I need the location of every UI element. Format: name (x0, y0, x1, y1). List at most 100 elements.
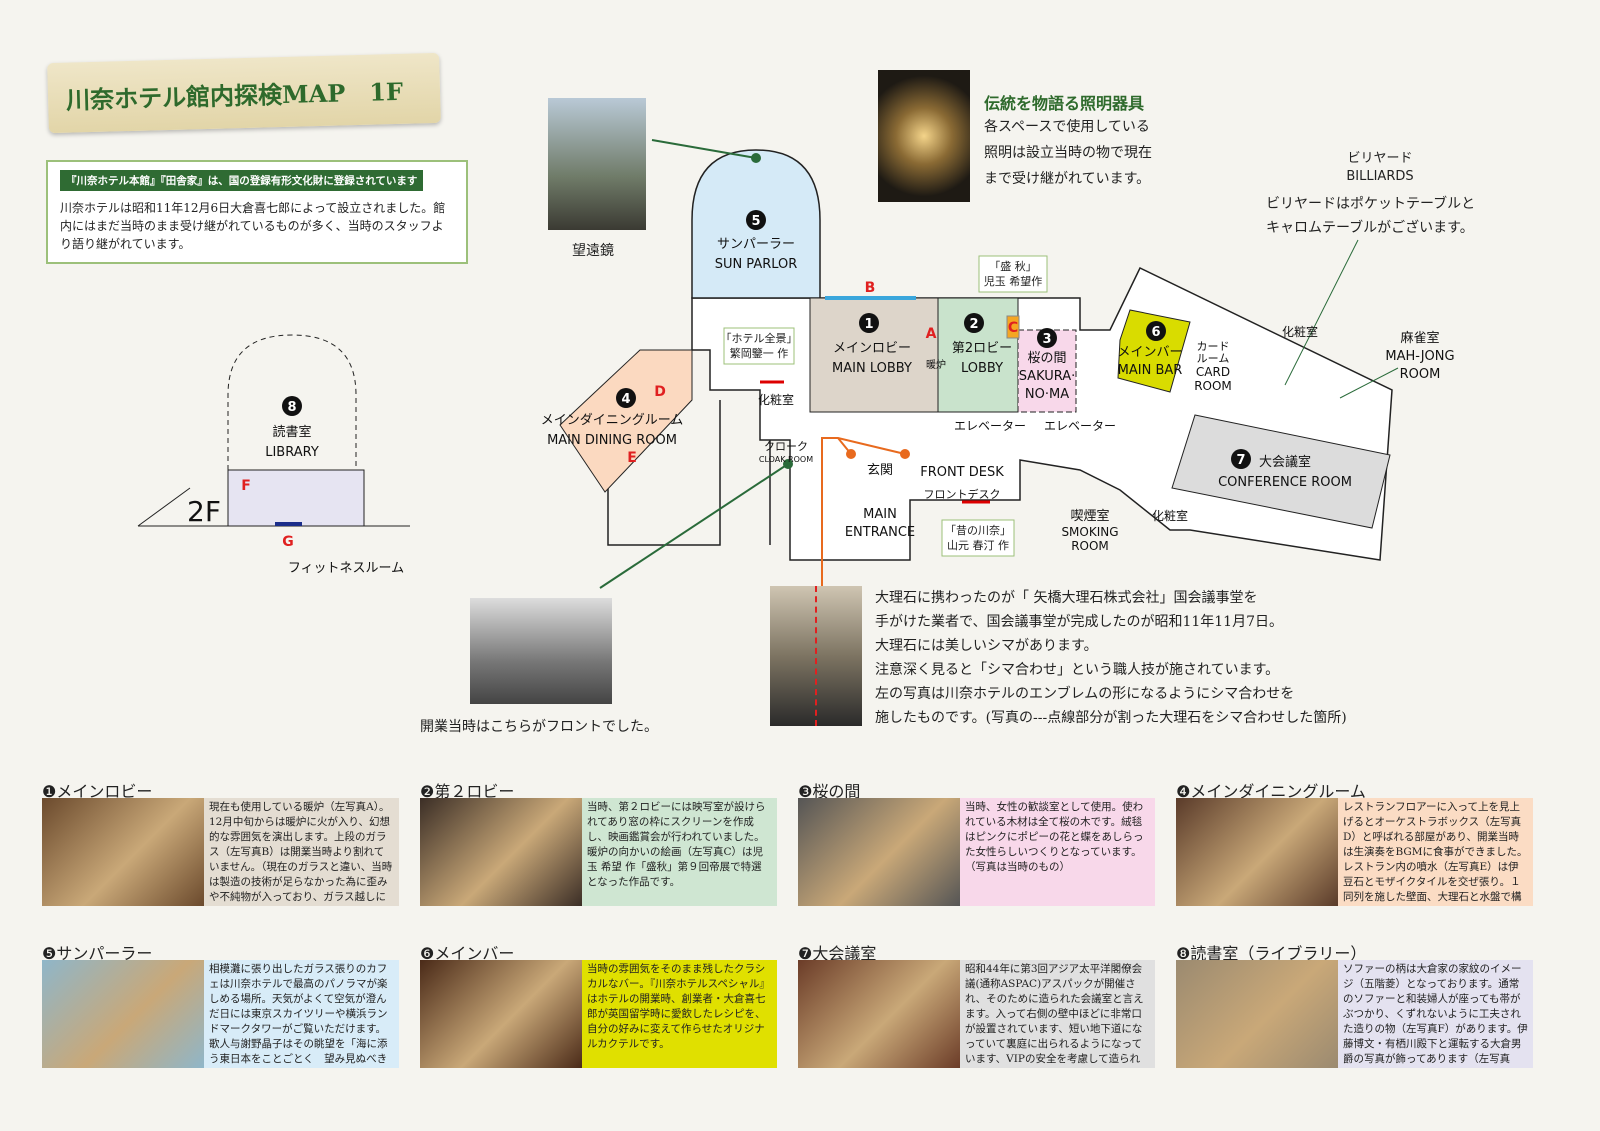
marble-line: 大理石に携わったのが「 矢橋大理石株式会社」国会議事堂を (875, 590, 1258, 606)
heritage-notice: 『川奈ホテル本館』『田舎家』は、国の登録有形文化財に登録されています 川奈ホテル… (46, 160, 468, 264)
smoking-ja: 喫煙室 (1070, 508, 1109, 524)
entrance-en1: MAIN (863, 507, 897, 522)
billiards-label: ビリヤード BILLIARDS (1330, 150, 1430, 186)
billiards-line: キャロムテーブルがございます。 (1266, 220, 1474, 236)
main-lobby-number: 1 (864, 317, 873, 332)
conference-label-en: CONFERENCE ROOM (1218, 475, 1352, 490)
card-title: ❷第２ロビー (420, 782, 515, 801)
lighting-line: まで受け継がれています。 (984, 171, 1151, 187)
card-room-en1: CARD (1196, 365, 1230, 379)
room-description: 昭和44年に第3回アジア太平洋閣僚会議(通称ASPAC)アスパックが開催され、そ… (960, 960, 1155, 1068)
marble-line: 左の写真は川奈ホテルのエンブレムの形になるようにシマ合わせを (875, 686, 1295, 702)
front-desk-ja: フロントデスク (924, 487, 1001, 501)
floor-plan: 5 1 2 3 4 6 7 8 サンパーラー SUN PARLOR メインロビー… (137, 139, 1455, 700)
main-bar-room[interactable] (1117, 309, 1191, 393)
entrance-ja: 玄関 (867, 463, 893, 478)
restroom-label: 化粧室 (1152, 508, 1188, 523)
card-title: ❶メインロビー (42, 782, 153, 801)
cloak-ja: クローク (764, 440, 808, 453)
card-room-ja1: カード (1197, 340, 1230, 353)
room-photo (798, 798, 960, 906)
sakura-label-en2: NO·MA (1025, 387, 1069, 402)
card-room-en2: ROOM (1194, 379, 1232, 393)
library-label-ja: 読書室 (272, 424, 311, 440)
lobby2-label-ja: 第2ロビー (952, 341, 1012, 356)
marker-f: F (241, 478, 251, 494)
room-photo (798, 960, 960, 1068)
painting-marker-c (1006, 315, 1020, 339)
card-title: ❹メインダイニングルーム (1176, 782, 1366, 801)
room-description: 当時の雰囲気をそのまま残したクラシカルなバー。『川奈ホテルスペシャル』はホテルの… (582, 960, 777, 1068)
art-title: 「盛 秋」 (989, 259, 1037, 273)
art-artist: 児玉 希望作 (984, 274, 1043, 288)
bar-label-en: MAIN BAR (1118, 363, 1183, 378)
marble-photo (770, 586, 862, 726)
marker-g: G (282, 534, 294, 550)
card-title: ❻メインバー (420, 944, 515, 963)
marble-line: 大理石には美しいシマがあります。 (875, 638, 1098, 654)
art-title: 「ホテル全景」 (721, 331, 798, 345)
elevator-label: エレベーター (954, 419, 1026, 433)
lighting-line: 照明は設立当時の物で現在 (984, 145, 1152, 161)
sun-parlor-label-ja: サンパーラー (717, 237, 795, 252)
conference-number: 7 (1236, 453, 1245, 468)
room-photo (1176, 960, 1338, 1068)
elevator-label: エレベーター (1044, 419, 1116, 433)
main-lobby-label-ja: メインロビー (833, 341, 911, 356)
lighting-photo (878, 70, 970, 202)
front-desk-en: FRONT DESK (920, 465, 1004, 480)
room-description: 相模灘に張り出したガラス張りのカフェは川奈ホテルで最高のパノラマが楽しめる場所。… (204, 960, 399, 1068)
room-card: 当時、女性の歓談室として使用。使われている木材は全て桜の木です。絨毯はピンクにポ… (798, 798, 1155, 906)
dining-room[interactable] (559, 349, 693, 493)
room-description: レストランフロアーに入って上を見上げるとオーケストラボックス（左写真D）と呼ばれ… (1338, 798, 1533, 906)
billiards-en: BILLIARDS (1346, 169, 1414, 184)
telescope-photo (548, 98, 646, 230)
library-room[interactable] (227, 469, 365, 527)
sakura-label-en1: SAKURA· (1019, 369, 1076, 384)
telescope-caption: 望遠鏡 (572, 243, 614, 259)
room-card: レストランフロアーに入って上を見上げるとオーケストラボックス（左写真D）と呼ばれ… (1176, 798, 1533, 906)
smoking-en1: SMOKING (1061, 525, 1118, 539)
card-room-ja2: ルーム (1197, 352, 1230, 365)
room-description: 現在も使用している暖炉（左写真A）。12月中旬からは暖炉に火が入り、幻想的な雰囲… (204, 798, 399, 906)
art-artist: 繁岡鑒一 作 (730, 346, 789, 360)
mahjong-en1: MAH-JONG (1385, 349, 1454, 364)
room-photo (42, 960, 204, 1068)
room-card: 当時の雰囲気をそのまま残したクラシカルなバー。『川奈ホテルスペシャル』はホテルの… (420, 960, 777, 1068)
library-label-en: LIBRARY (265, 445, 319, 460)
room-description: ソファーの柄は大倉家の家紋のイメージ（五階菱）となっております。通常のソファーと… (1338, 960, 1533, 1068)
lighting-line: 各スペースで使用している (984, 119, 1150, 135)
mahjong-en2: ROOM (1400, 367, 1441, 382)
lighting-text: 各スペースで使用している 照明は設立当時の物で現在 まで受け継がれています。 (984, 114, 1152, 192)
bar-label-ja: メインバー (1117, 345, 1182, 360)
restroom-label: 化粧室 (758, 392, 794, 407)
sakura-label-ja: 桜の間 (1027, 351, 1066, 366)
room-card: ソファーの柄は大倉家の家紋のイメージ（五階菱）となっております。通常のソファーと… (1176, 960, 1533, 1068)
room-description: 当時、女性の歓談室として使用。使われている木材は全て桜の木です。絨毯はピンクにポ… (960, 798, 1155, 906)
conference-label-ja: 大会議室 (1259, 454, 1311, 470)
dining-number: 4 (621, 392, 630, 407)
art-title: 「昔の川奈」 (945, 523, 1011, 537)
sun-parlor-label-en: SUN PARLOR (715, 257, 798, 272)
main-lobby-label-en: MAIN LOBBY (832, 361, 912, 376)
billiards-line: ビリヤードはポケットテーブルと (1266, 196, 1476, 212)
lobby2-number: 2 (969, 317, 978, 332)
mahjong-ja: 麻雀室 (1400, 330, 1439, 346)
conference-room[interactable] (1171, 414, 1391, 529)
card-title: ❸桜の間 (798, 782, 861, 801)
card-title: ❺サンパーラー (42, 944, 153, 963)
marble-text: 大理石に携わったのが「 矢橋大理石株式会社」国会議事堂を 手がけた業者で、国会議… (875, 586, 1347, 730)
marker-a: A (926, 326, 937, 342)
room-card: 当時、第２ロビーには映写室が設けられてあり窓の枠にスクリーンを作成し、映画鑑賞会… (420, 798, 777, 906)
room-photo (420, 798, 582, 906)
front-desk-historic-photo (470, 598, 612, 704)
billiards-ja: ビリヤード (1347, 151, 1413, 166)
notice-heading: 『川奈ホテル本館』『田舎家』は、国の登録有形文化財に登録されています (60, 170, 424, 191)
entrance-en2: ENTRANCE (845, 525, 915, 540)
card-title: ❽読書室（ライブラリー） (1176, 944, 1367, 963)
marker-d: D (654, 384, 666, 400)
library-number: 8 (287, 400, 296, 415)
room-photo (420, 960, 582, 1068)
notice-body: 川奈ホテルは昭和11年12月6日大倉喜七郎によって設立されました。館内にはまだ当… (60, 201, 446, 251)
